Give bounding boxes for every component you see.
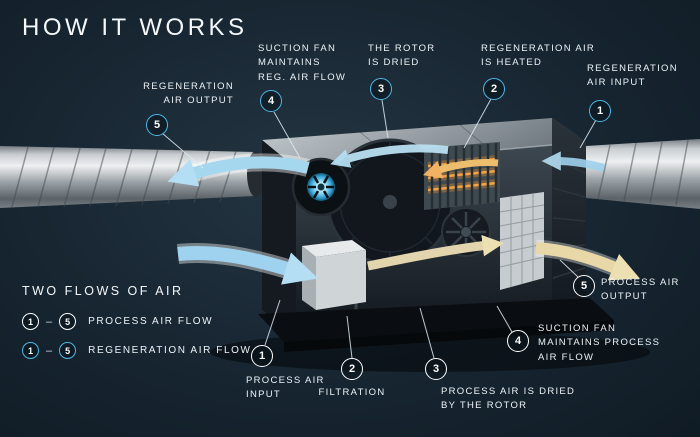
callout-label-suction-fan-process: SUCTION FAN MAINTAINS PROCESS AIR FLOW xyxy=(538,323,661,363)
callout-label-process-air-output: PROCESS AIR OUTPUT xyxy=(601,277,680,303)
filter-box xyxy=(302,240,366,310)
leader-reg-1 xyxy=(579,119,597,149)
callout-label-process-air-dried: PROCESS AIR IS DRIED BY THE ROTOR xyxy=(441,386,576,412)
regeneration-flow-arrow xyxy=(330,144,449,168)
regeneration-output-arrow xyxy=(167,156,310,187)
leader-reg-3 xyxy=(381,99,389,139)
leader-proc-5 xyxy=(559,259,579,278)
duct-right xyxy=(586,139,700,209)
legend-circle-regeneration-from: 1 xyxy=(22,342,39,359)
leader-proc-3 xyxy=(419,307,435,359)
callout-number-regeneration-2: 2 xyxy=(483,78,505,100)
leader-proc-1 xyxy=(264,299,281,346)
legend-row-process: 1 – 5 PROCESS AIR FLOW xyxy=(22,313,252,330)
callout-number-regeneration-3: 3 xyxy=(370,78,392,100)
process-input-arrow xyxy=(177,245,319,285)
callout-label-filtration: FILTRATION xyxy=(318,387,386,398)
callout-number-regeneration-1: 1 xyxy=(589,100,611,122)
leader-proc-4 xyxy=(496,305,513,333)
legend: TWO FLOWS OF AIR 1 – 5 PROCESS AIR FLOW … xyxy=(22,284,252,371)
leader-reg-2 xyxy=(463,98,492,149)
filter-panel xyxy=(499,192,545,290)
leader-lines xyxy=(161,98,597,359)
leader-reg-5 xyxy=(161,132,204,169)
callout-label-suction-fan-reg: SUCTION FAN MAINTAINS REG. AIR FLOW xyxy=(258,43,347,83)
callout-label-regeneration-air-heated: REGENERATION AIR IS HEATED xyxy=(481,43,596,69)
legend-heading: TWO FLOWS OF AIR xyxy=(22,284,184,298)
heated-air-arrow xyxy=(422,159,499,179)
legend-circle-process-from: 1 xyxy=(22,313,39,330)
legend-circle-process-to: 5 xyxy=(59,313,77,330)
legend-circle-regeneration-to: 5 xyxy=(59,342,77,359)
dry-air-arrow xyxy=(367,234,505,271)
duct-left xyxy=(0,146,265,208)
callout-number-process-4: 4 xyxy=(507,330,529,352)
machine-base xyxy=(258,298,614,352)
callout-number-regeneration-4: 4 xyxy=(260,90,282,112)
callout-label-regeneration-air-output: REGENERATION AIR OUTPUT xyxy=(143,81,234,107)
regeneration-input-arrow xyxy=(541,151,606,172)
callout-number-process-5: 5 xyxy=(573,275,595,297)
leader-proc-2 xyxy=(346,315,353,359)
legend-dash: – xyxy=(46,315,53,328)
callout-label-regeneration-air-input: REGENERATION AIR INPUT xyxy=(587,63,678,89)
callout-number-process-3: 3 xyxy=(425,358,447,380)
callout-number-regeneration-5: 5 xyxy=(146,114,168,136)
cabinet-left-column xyxy=(262,140,296,336)
callout-number-process-1: 1 xyxy=(251,345,273,367)
legend-label-process: PROCESS AIR FLOW xyxy=(88,316,214,327)
legend-dash: – xyxy=(46,344,53,357)
page-title: HOW IT WORKS xyxy=(22,14,248,41)
callout-number-process-2: 2 xyxy=(341,358,363,380)
legend-row-regeneration: 1 – 5 REGENERATION AIR FLOW xyxy=(22,342,252,359)
regeneration-fan xyxy=(291,157,351,217)
leader-reg-4 xyxy=(273,111,301,159)
legend-label-regeneration: REGENERATION AIR FLOW xyxy=(88,345,252,356)
airflow-arrows xyxy=(167,144,640,285)
callout-label-process-air-input: PROCESS AIR INPUT xyxy=(246,375,325,401)
callout-label-rotor-dried: THE ROTOR IS DRIED xyxy=(368,43,436,69)
process-output-arrow xyxy=(535,242,640,281)
